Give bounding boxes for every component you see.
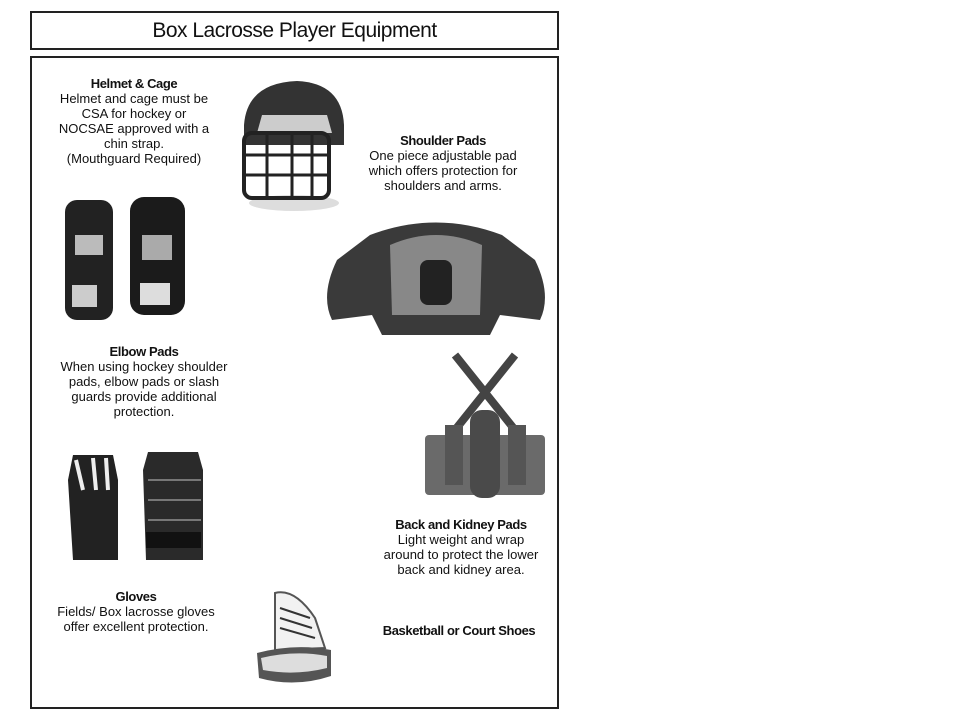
text-line: Light weight and wrap [397, 532, 525, 547]
helmet-image [242, 81, 344, 211]
text-line: shoulders and arms. [384, 178, 502, 193]
back-kidney-pads-description: Back and Kidney Pads Light weight and wr… [384, 517, 539, 577]
shoulder-pads-description: Shoulder Pads One piece adjustable pad w… [369, 133, 518, 193]
elbow-pads-image [65, 197, 185, 320]
text-line: protection. [113, 404, 175, 419]
gloves-heading: Gloves [115, 589, 157, 604]
text-line: Helmet and cage must be [59, 91, 209, 106]
text-line: chin strap. [104, 136, 164, 151]
title-box: Box Lacrosse Player Equipment [30, 11, 559, 50]
text-line: Fields/ Box lacrosse gloves [57, 604, 215, 619]
gloves-image [68, 452, 203, 560]
text-line: guards provide additional [71, 389, 217, 404]
text-line: back and kidney area. [397, 562, 525, 577]
back-kidney-pads-heading: Back and Kidney Pads [395, 517, 527, 532]
shoulder-pads-image [327, 222, 545, 335]
shoes-heading: Basketball or Court Shoes [382, 623, 536, 638]
shoulder-pads-heading: Shoulder Pads [400, 133, 486, 148]
text-line: around to protect the lower [383, 547, 539, 562]
text-line: offer excellent protection. [63, 619, 209, 634]
text-line: When using hockey shoulder [60, 359, 228, 374]
text-line: pads, elbow pads or slash [68, 374, 220, 389]
elbow-pads-description: Elbow Pads When using hockey shoulder pa… [61, 344, 228, 419]
helmet-heading: Helmet & Cage [90, 76, 178, 91]
text-line: (Mouthguard Required) [66, 151, 202, 166]
text-line: NOCSAE approved with a [58, 121, 210, 136]
text-line: which offers protection for [368, 163, 518, 178]
text-line: CSA for hockey or [81, 106, 187, 121]
back-kidney-pads-image [425, 352, 545, 498]
page-title: Box Lacrosse Player Equipment [152, 18, 437, 42]
text-line: One piece adjustable pad [369, 148, 517, 163]
gloves-description: Gloves Fields/ Box lacrosse gloves offer… [57, 589, 215, 634]
elbow-pads-heading: Elbow Pads [109, 344, 179, 359]
shoes-image [257, 591, 331, 683]
shoes-description: Basketball or Court Shoes [383, 623, 536, 638]
helmet-description: Helmet & Cage Helmet and cage must be CS… [59, 76, 209, 166]
